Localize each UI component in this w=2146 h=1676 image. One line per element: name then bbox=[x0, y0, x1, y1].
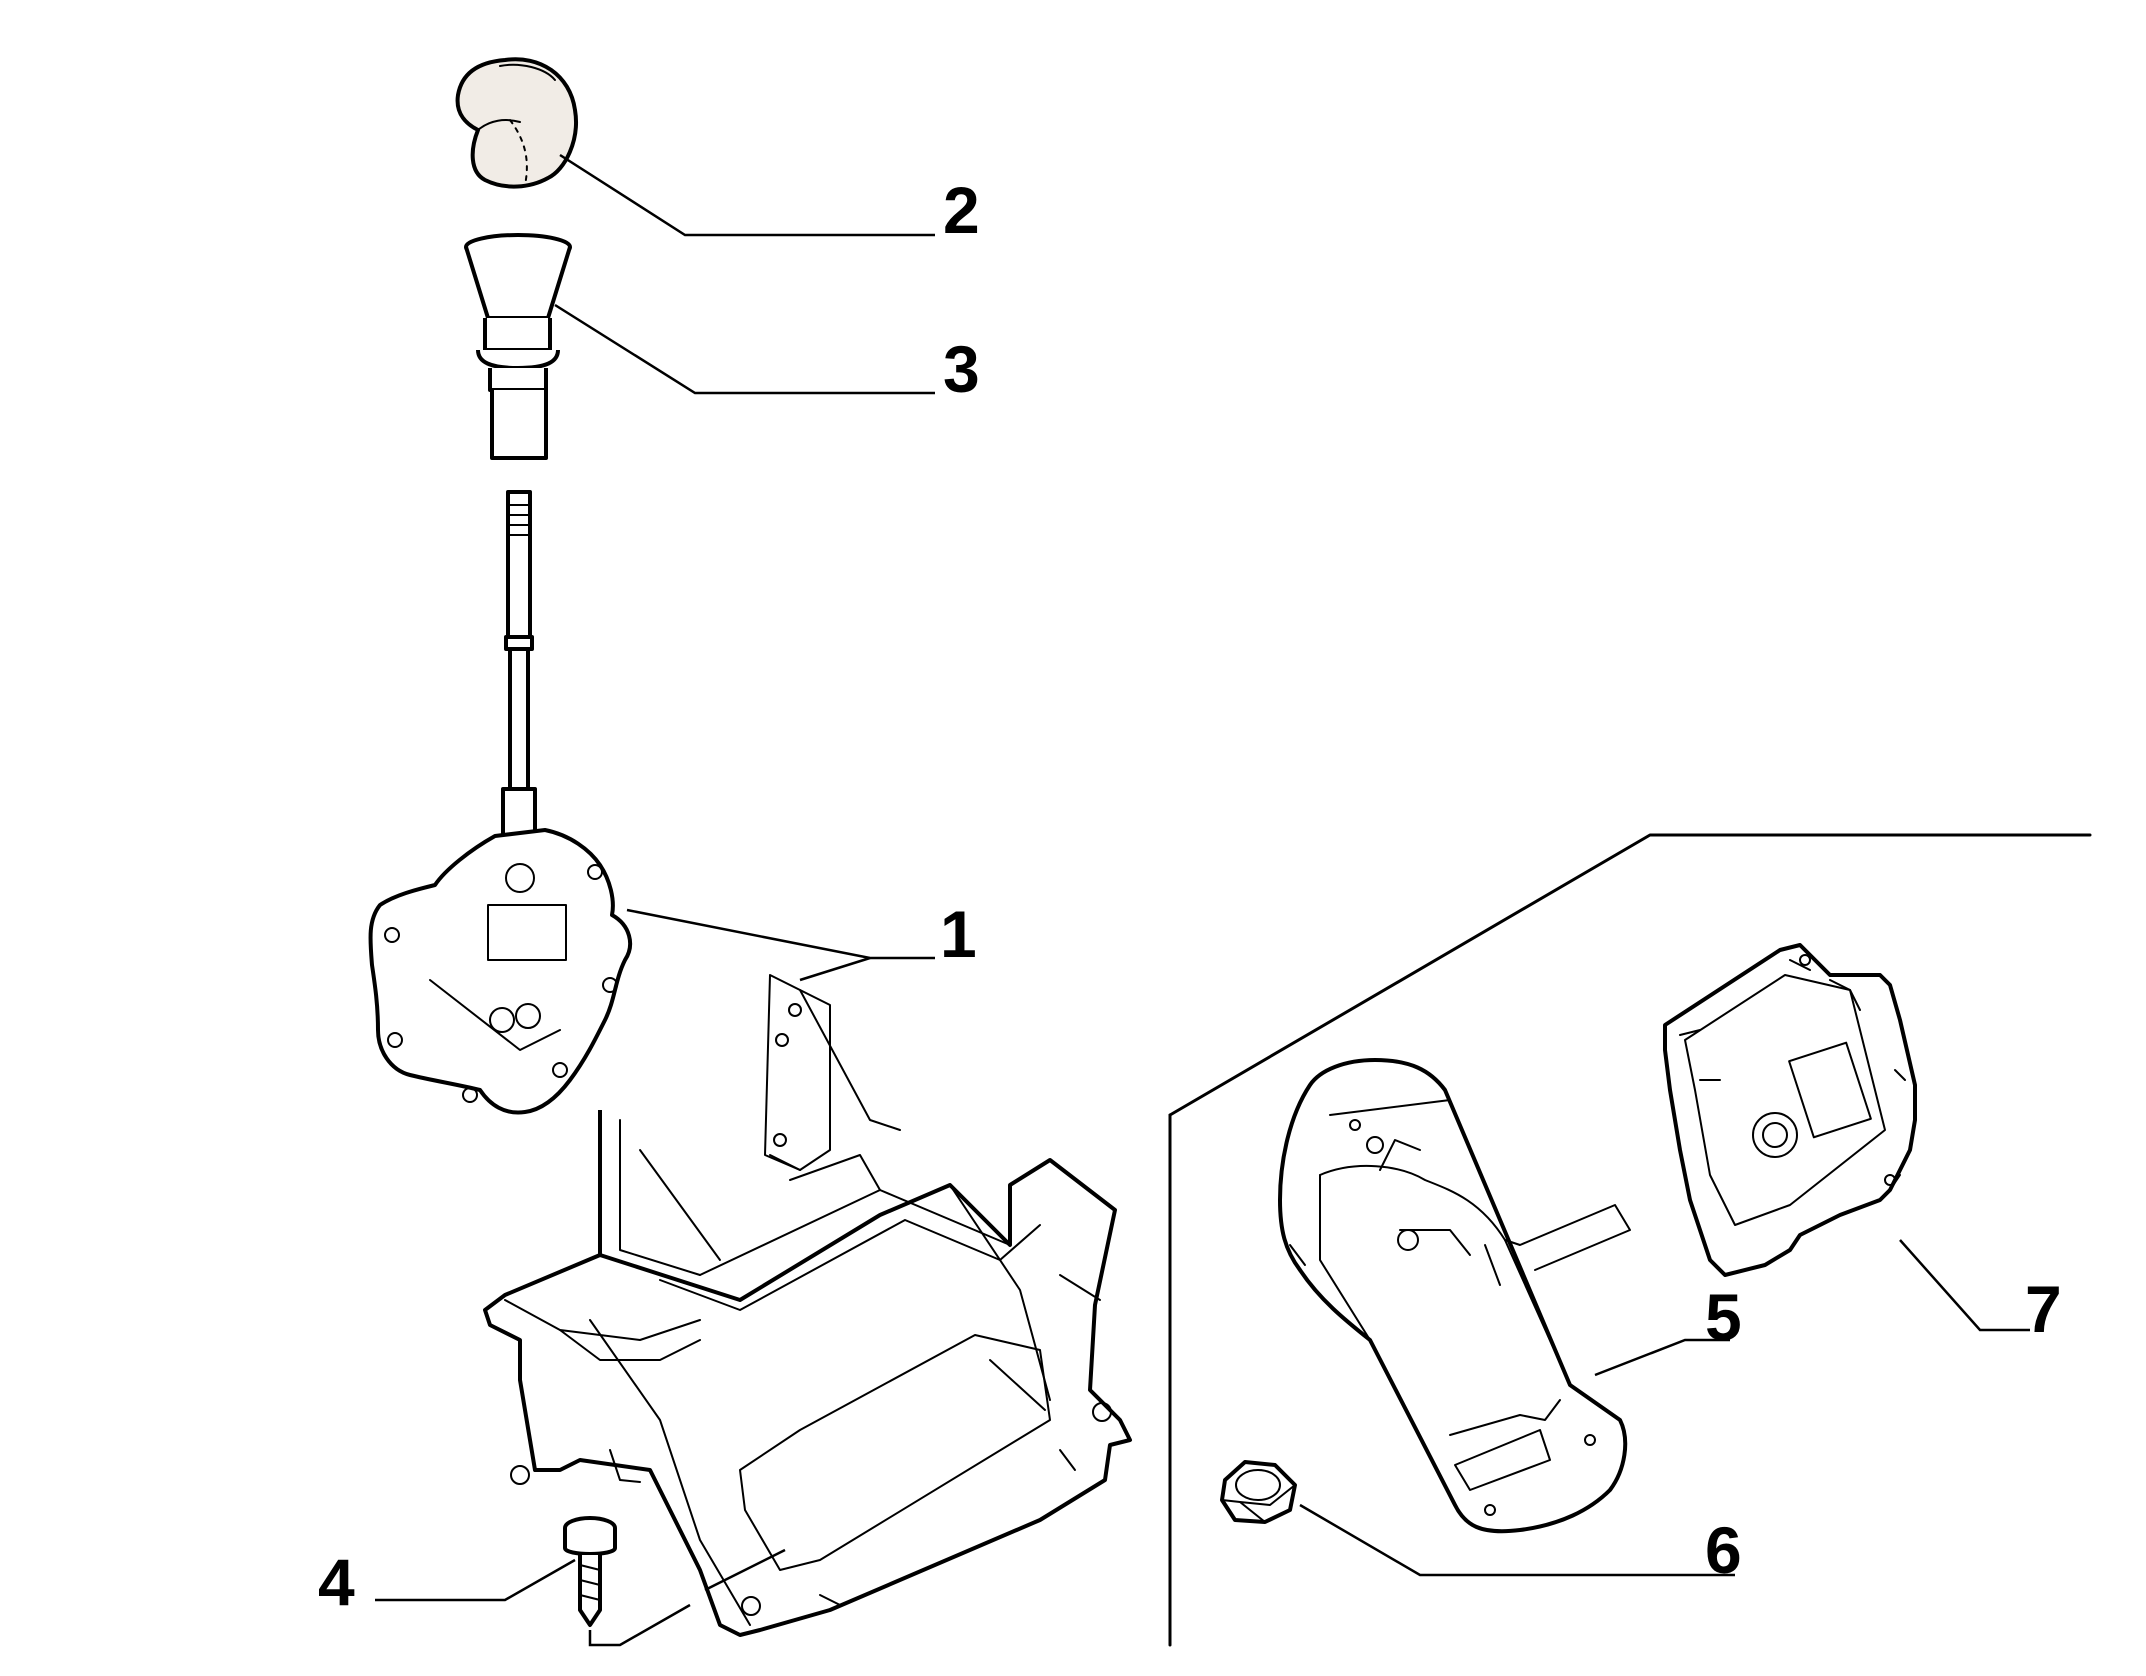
part-3-gaiter-boot[interactable] bbox=[464, 233, 572, 460]
part-7-control-unit[interactable] bbox=[1663, 943, 1917, 1277]
part-1-gear-housing[interactable] bbox=[483, 974, 1132, 1637]
leader-lines bbox=[375, 153, 2030, 1647]
callout-2: 2 bbox=[943, 173, 980, 247]
callout-4: 4 bbox=[318, 1545, 355, 1619]
part-4-screw[interactable] bbox=[563, 1516, 617, 1627]
callout-3: 3 bbox=[943, 332, 980, 406]
callout-6: 6 bbox=[1705, 1513, 1742, 1587]
callout-5: 5 bbox=[1705, 1280, 1742, 1354]
part-5-bracket-plate[interactable] bbox=[1278, 1058, 1631, 1534]
assembly-bracket bbox=[1168, 833, 2092, 1647]
callout-7: 7 bbox=[2025, 1272, 2062, 1346]
part-1-shift-lever-assembly[interactable] bbox=[368, 490, 633, 1115]
callout-1: 1 bbox=[940, 897, 977, 971]
part-6-nut[interactable] bbox=[1220, 1460, 1297, 1524]
part-2-gear-knob[interactable] bbox=[455, 57, 578, 189]
